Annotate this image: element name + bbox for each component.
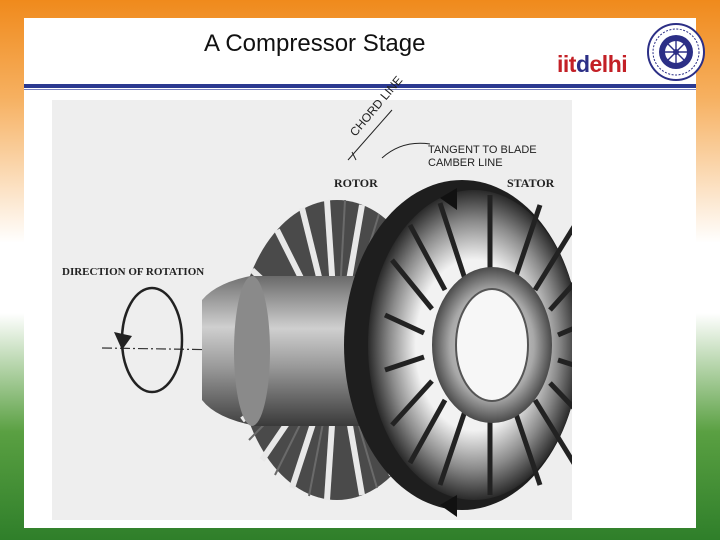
- rotor-label: ROTOR: [334, 176, 378, 190]
- tangent-label: TANGENT TO BLADE: [428, 144, 537, 156]
- title-rule: [24, 84, 696, 88]
- flow-marker-bottom: [440, 495, 457, 517]
- stator-label: STATOR: [507, 176, 555, 190]
- camber-line-label: CAMBER LINE: [428, 157, 503, 169]
- slide-title: A Compressor Stage: [204, 30, 426, 57]
- flow-marker-top: [440, 188, 457, 210]
- slide: A Compressor Stage iitdelhi: [24, 18, 705, 528]
- stator-ring: [344, 180, 606, 510]
- compressor-illustration: [101, 109, 606, 517]
- rotation-arrow-icon: [114, 286, 184, 394]
- iitd-seal-icon: [647, 23, 705, 81]
- direction-of-rotation-label: DIRECTION OF ROTATION: [62, 266, 205, 278]
- title-rule-thin: [24, 89, 696, 90]
- compressor-stage-diagram: CHORD LINE TANGENT TO BLADE CAMBER LINE …: [52, 73, 606, 520]
- iitd-logo-text: iitdelhi: [557, 51, 628, 77]
